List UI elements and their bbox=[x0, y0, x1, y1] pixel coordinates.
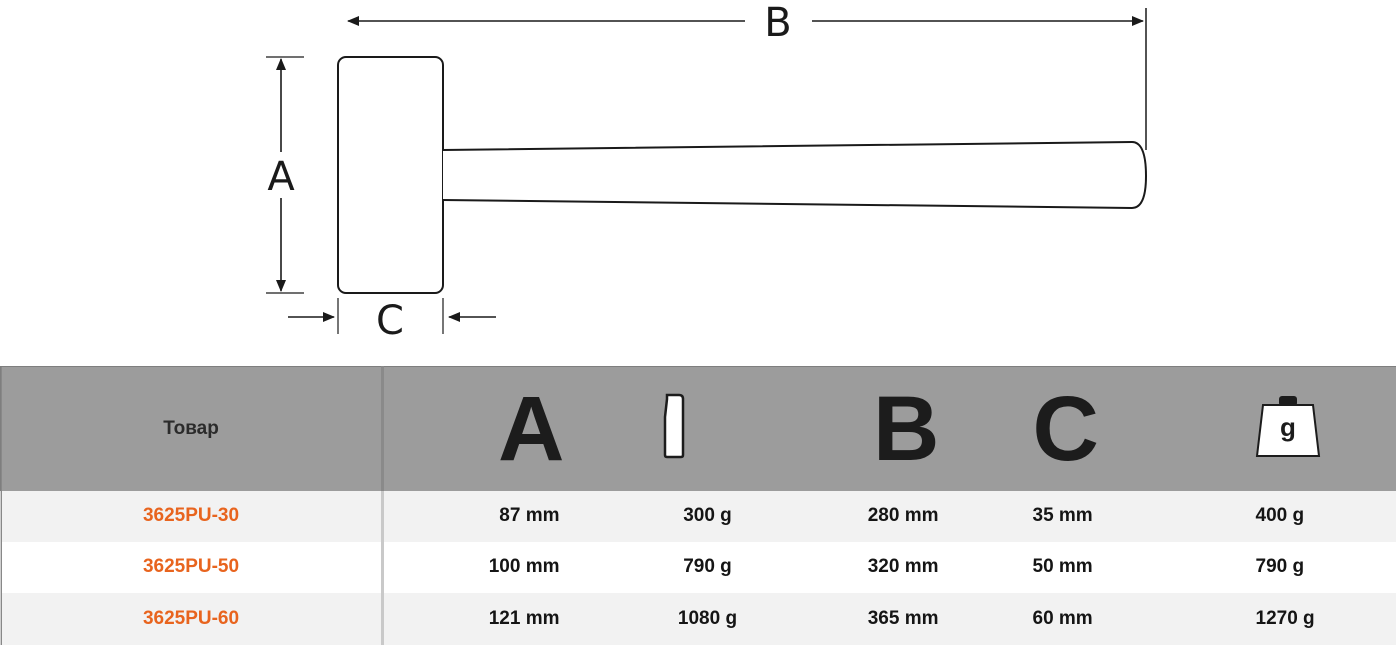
total-weight-value: 790 g bbox=[1256, 556, 1305, 577]
spec-table: Товар A B C bbox=[0, 366, 1396, 645]
dimension-a: A bbox=[266, 57, 304, 293]
dimension-c-value: 50 mm bbox=[1033, 556, 1093, 577]
total-weight-cell: 1270 g bbox=[1128, 593, 1396, 645]
total-weight-cell: 790 g bbox=[1128, 542, 1396, 593]
total-weight-value: 400 g bbox=[1256, 505, 1305, 526]
dimension-c-cell: 50 mm bbox=[1033, 542, 1128, 593]
header-head-weight bbox=[663, 367, 753, 491]
head-weight-value: 790 g bbox=[683, 556, 732, 577]
dimension-b-value: 280 mm bbox=[868, 505, 939, 526]
dimension-a-cell: 87 mm bbox=[383, 491, 663, 542]
dimension-a-cell: 100 mm bbox=[383, 542, 663, 593]
head-weight-value: 300 g bbox=[683, 505, 732, 526]
header-b: B bbox=[753, 367, 1033, 491]
dimension-b-cell: 365 mm bbox=[753, 593, 1033, 645]
mallet-head bbox=[338, 57, 443, 293]
header-a-letter: A bbox=[498, 378, 562, 480]
dimension-c: C bbox=[288, 298, 496, 344]
dimension-b-cell: 320 mm bbox=[753, 542, 1033, 593]
head-weight-cell: 1080 g bbox=[663, 593, 753, 645]
table-row: 3625PU-60 121 mm 1080 g 365 mm 60 mm 127… bbox=[1, 593, 1396, 645]
header-product: Товар bbox=[1, 367, 383, 491]
dimension-b: B bbox=[348, 0, 1146, 150]
dimension-b-value: 320 mm bbox=[868, 556, 939, 577]
mallet-dimension-drawing: B A C bbox=[0, 0, 1396, 366]
dimension-a-value: 121 mm bbox=[489, 608, 560, 629]
head-weight-value: 1080 g bbox=[678, 608, 737, 629]
header-b-letter: B bbox=[873, 378, 937, 480]
dimension-b-cell: 280 mm bbox=[753, 491, 1033, 542]
sku-link[interactable]: 3625PU-60 bbox=[143, 608, 239, 629]
sku-link[interactable]: 3625PU-30 bbox=[143, 505, 239, 526]
dimension-a-value: 87 mm bbox=[499, 505, 559, 526]
product-cell: 3625PU-60 bbox=[1, 593, 383, 645]
dimension-b-label: B bbox=[764, 0, 791, 46]
weight-icon-letter: g bbox=[1280, 412, 1296, 442]
total-weight-cell: 400 g bbox=[1128, 491, 1396, 542]
dimension-a-label: A bbox=[267, 154, 295, 200]
weight-icon: g bbox=[1253, 393, 1323, 464]
total-weight-value: 1270 g bbox=[1256, 608, 1315, 629]
dimension-c-value: 35 mm bbox=[1033, 505, 1093, 526]
head-weight-cell: 300 g bbox=[663, 491, 753, 542]
dimension-a-value: 100 mm bbox=[489, 556, 560, 577]
product-cell: 3625PU-50 bbox=[1, 542, 383, 593]
dimension-b-value: 365 mm bbox=[868, 608, 939, 629]
header-product-label: Товар bbox=[163, 418, 219, 439]
table-row: 3625PU-50 100 mm 790 g 320 mm 50 mm 790 … bbox=[1, 542, 1396, 593]
dimension-a-cell: 121 mm bbox=[383, 593, 663, 645]
header-c-letter: C bbox=[1033, 378, 1097, 480]
table-header-row: Товар A B C bbox=[1, 367, 1396, 491]
dimension-c-cell: 35 mm bbox=[1033, 491, 1128, 542]
header-total-weight: g bbox=[1128, 367, 1396, 491]
header-c: C bbox=[1033, 367, 1128, 491]
dimension-c-cell: 60 mm bbox=[1033, 593, 1128, 645]
product-cell: 3625PU-30 bbox=[1, 491, 383, 542]
dimension-c-label: C bbox=[376, 298, 404, 344]
mallet-handle bbox=[443, 142, 1146, 208]
table-row: 3625PU-30 87 mm 300 g 280 mm 35 mm 400 g bbox=[1, 491, 1396, 542]
sku-link[interactable]: 3625PU-50 bbox=[143, 556, 239, 577]
head-profile-icon bbox=[663, 391, 687, 466]
dimension-c-value: 60 mm bbox=[1033, 608, 1093, 629]
head-weight-cell: 790 g bbox=[663, 542, 753, 593]
header-a: A bbox=[383, 367, 663, 491]
